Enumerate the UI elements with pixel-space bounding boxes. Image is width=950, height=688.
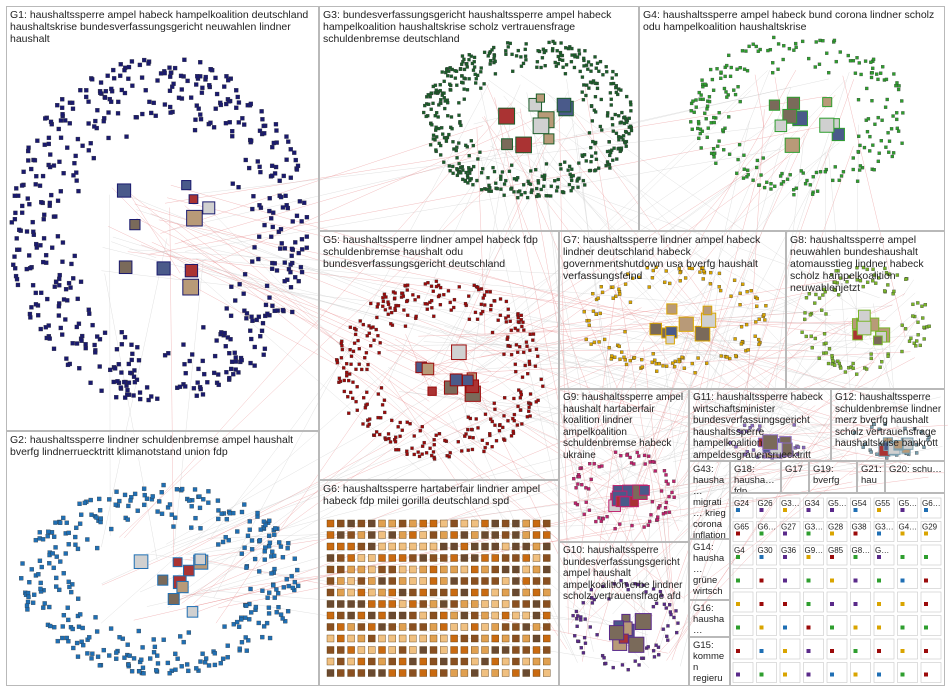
group-box-g43: G43: hausha… migrati… krieg corona infla…	[689, 461, 730, 539]
group-label-g12: G12: haushaltssperre schuldenbremse lind…	[835, 392, 942, 450]
small-groups-grid	[730, 493, 945, 686]
group-label-g21: G21: hau…	[861, 464, 882, 493]
group-label-g17: G17	[785, 464, 806, 475]
group-box-g9: G9: haushaltssperre ampel haushalt harta…	[559, 389, 689, 542]
group-box-g4: G4: haushaltssperre ampel habeck bund co…	[639, 6, 945, 231]
group-label-g15: G15: kommen regieru…	[693, 640, 727, 686]
group-box-g1: G1: haushaltssperre ampel habeck hampelk…	[6, 6, 319, 431]
group-box-g17: G17	[781, 461, 809, 493]
group-label-g5: G5: haushaltssperre lindner ampel habeck…	[323, 234, 556, 270]
group-box-g11: G11: haushaltssperre habeck wirtschaftsm…	[689, 389, 831, 461]
group-label-g6: G6: haushaltssperre hartaberfair lindner…	[323, 483, 556, 507]
group-label-g20: G20: schu…	[889, 464, 942, 475]
group-box-g12: G12: haushaltssperre schuldenbremse lind…	[831, 389, 945, 461]
group-box-g15: G15: kommen regieru…	[689, 637, 730, 686]
group-box-g14: G14: hausha… grüne wirtsch…	[689, 539, 730, 600]
group-label-g19: G19: bverfg	[813, 464, 854, 486]
group-box-g21: G21: hau…	[857, 461, 885, 493]
group-box-g3: G3: bundesverfassungsgericht haushaltssp…	[319, 6, 639, 231]
group-label-g4: G4: haushaltssperre ampel habeck bund co…	[643, 9, 942, 33]
group-label-g43: G43: hausha… migrati… krieg corona infla…	[693, 464, 727, 539]
group-label-g3: G3: bundesverfassungsgericht haushaltssp…	[323, 9, 636, 45]
group-label-g16: G16: hausha…	[693, 603, 727, 636]
group-label-g14: G14: hausha… grüne wirtsch…	[693, 542, 727, 600]
group-label-g8: G8: haushaltssperre ampel neuwahlen bund…	[790, 234, 942, 294]
group-box-g2: G2: haushaltssperre lindner schuldenbrem…	[6, 431, 319, 686]
group-box-g19: G19: bverfg	[809, 461, 857, 493]
group-box-g18: G18: hausha… fdp	[730, 461, 781, 493]
group-label-g11: G11: haushaltssperre habeck wirtschaftsm…	[693, 392, 828, 461]
group-label-g1: G1: haushaltssperre ampel habeck hampelk…	[10, 9, 316, 45]
group-box-g16: G16: hausha…	[689, 600, 730, 637]
group-box-g20: G20: schu…	[885, 461, 945, 493]
group-box-g8: G8: haushaltssperre ampel neuwahlen bund…	[786, 231, 945, 389]
group-label-g2: G2: haushaltssperre lindner schuldenbrem…	[10, 434, 316, 458]
group-label-g7: G7: haushaltssperre lindner ampel habeck…	[563, 234, 783, 282]
group-box-g5: G5: haushaltssperre lindner ampel habeck…	[319, 231, 559, 480]
group-box-g6: G6: haushaltssperre hartaberfair lindner…	[319, 480, 559, 686]
group-box-g7: G7: haushaltssperre lindner ampel habeck…	[559, 231, 786, 389]
group-box-g10: G10: haushaltssperre bundesverfassungsge…	[559, 542, 689, 686]
group-label-g9: G9: haushaltssperre ampel haushalt harta…	[563, 392, 686, 461]
group-label-g10: G10: haushaltssperre bundesverfassungsge…	[563, 545, 686, 603]
group-label-g18: G18: hausha… fdp	[734, 464, 778, 493]
